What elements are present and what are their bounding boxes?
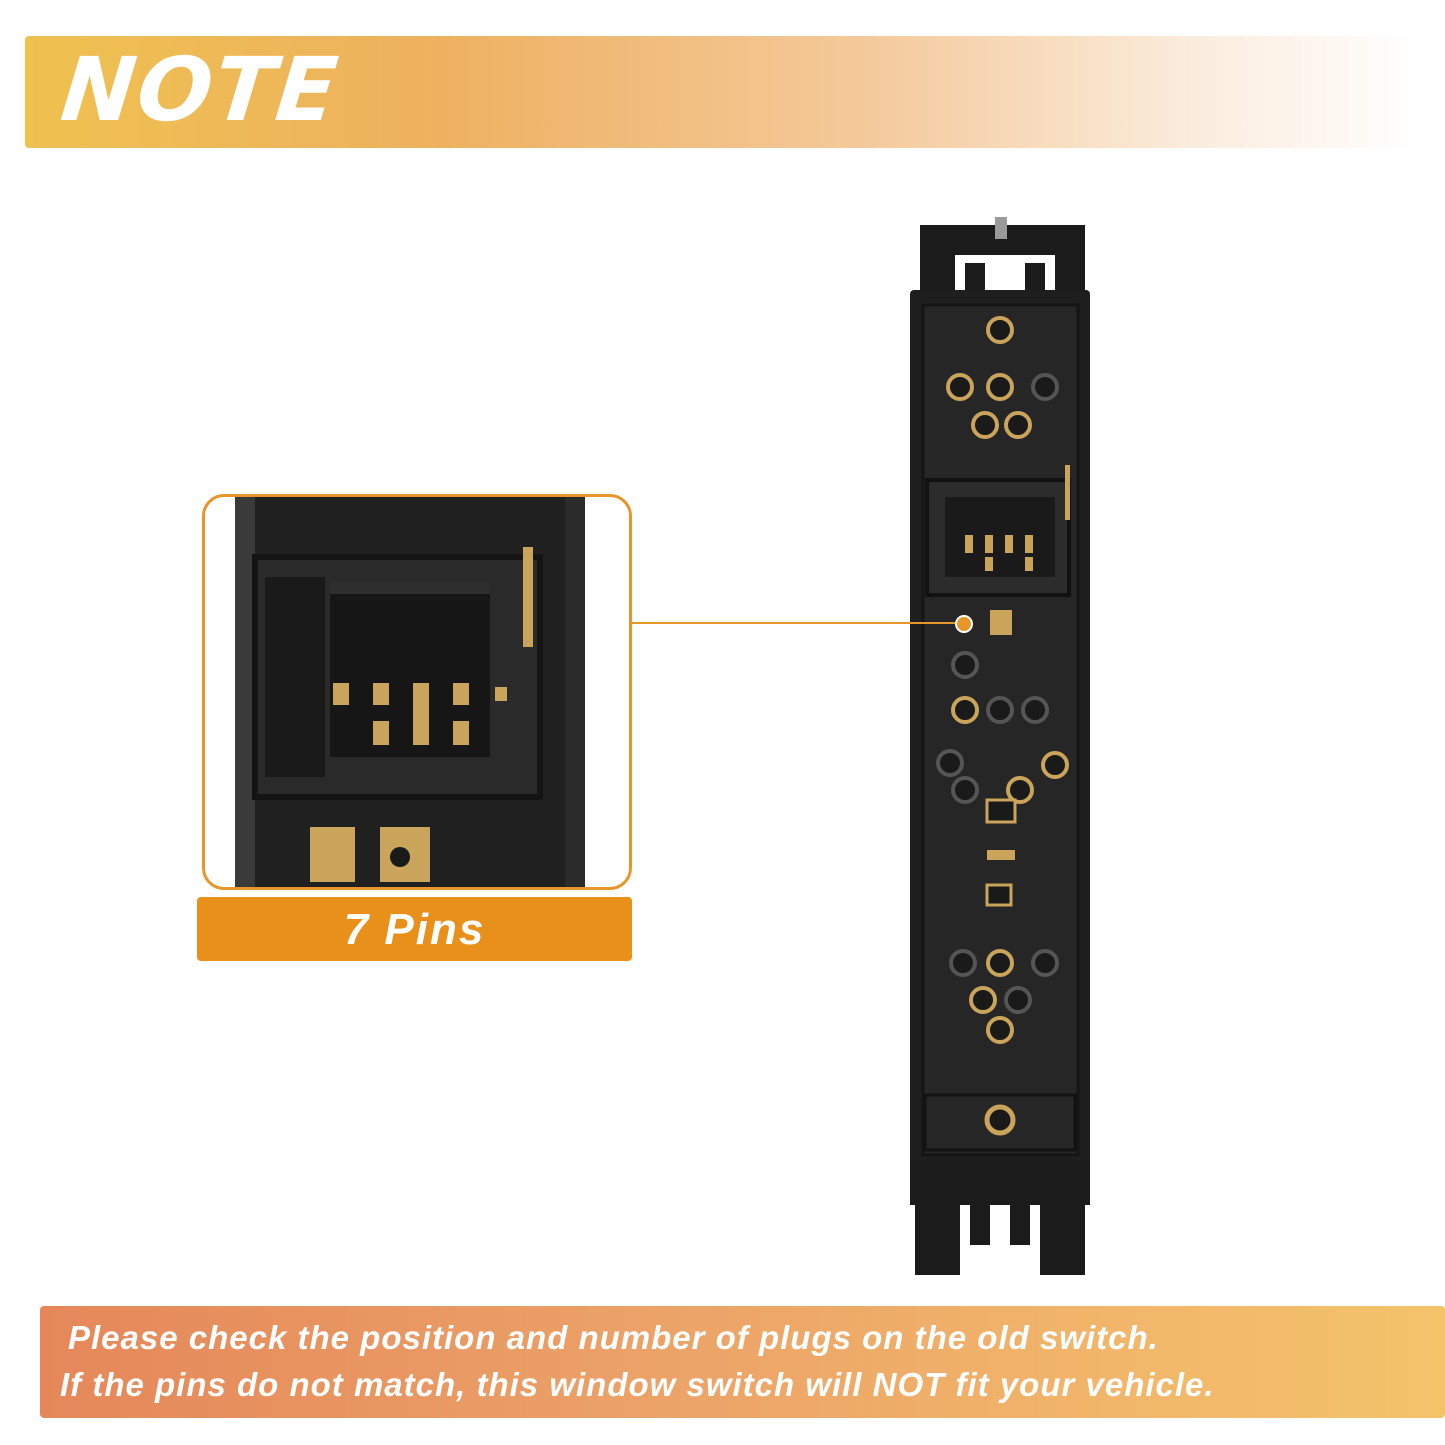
footer-line-2: If the pins do not match, this window sw… — [60, 1366, 1215, 1403]
window-switch-photo — [905, 215, 1095, 1285]
footer-line-1: Please check the position and number of … — [68, 1319, 1159, 1356]
pins-count-label: 7 Pins — [197, 897, 632, 961]
connector-zoom-callout — [202, 494, 632, 890]
header-band — [25, 36, 1420, 148]
footer-band — [40, 1306, 1445, 1418]
note-title: NOTE — [56, 38, 345, 141]
callout-leader-line — [632, 622, 962, 624]
callout-leader-dot — [955, 615, 973, 633]
